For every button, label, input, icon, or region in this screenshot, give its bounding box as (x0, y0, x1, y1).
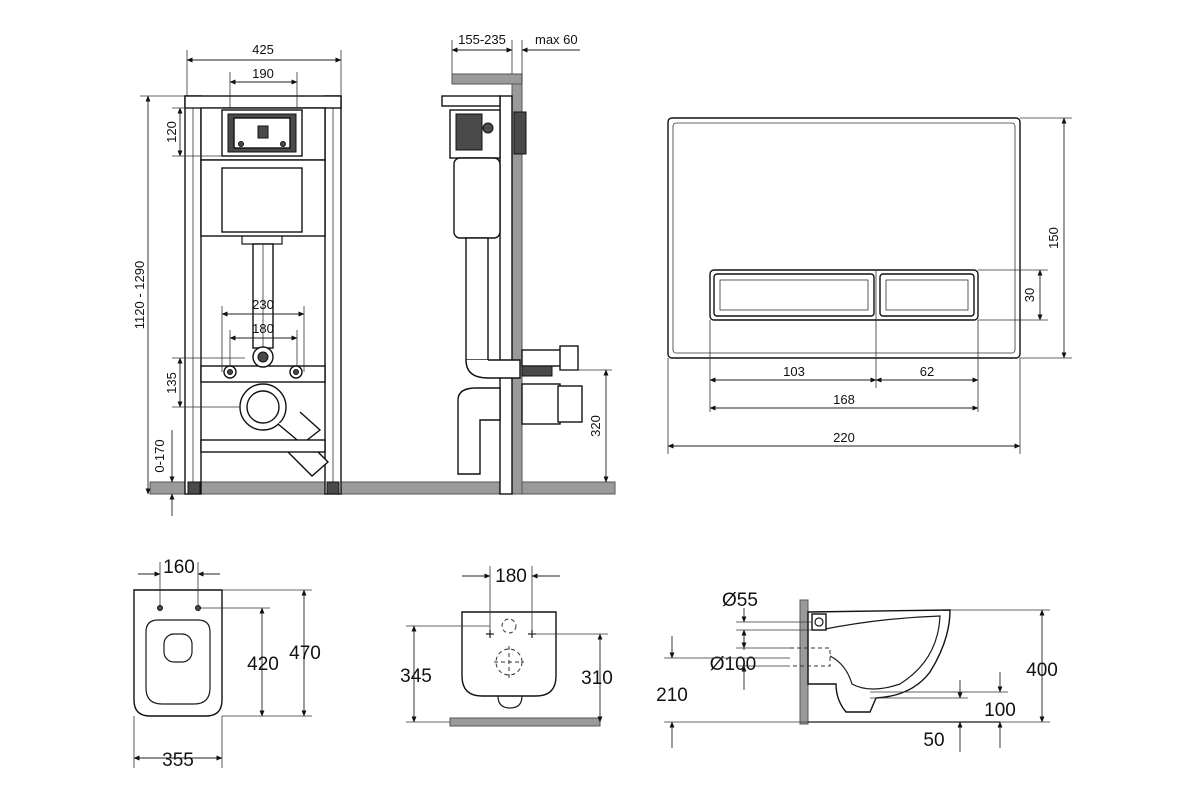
dim-back-height-left: 345 (400, 666, 432, 687)
bowl-back-view: 180 345 310 (400, 566, 613, 727)
bowl-outline-top (133, 589, 223, 717)
dim-panel-height: 120 (164, 121, 179, 143)
floor-line (149, 481, 616, 495)
flush-button-large[interactable] (713, 273, 875, 317)
bowl-outline-side (807, 609, 951, 713)
dim-frame-width: 425 (252, 42, 274, 57)
dim-bowl-width: 355 (162, 750, 194, 771)
frame-front-view: 425 190 1120 - 1290 120 230 180 135 0-17… (132, 42, 616, 516)
dim-pipe-spacing: 180 (252, 321, 274, 336)
dim-outlet-height: 135 (164, 372, 179, 394)
dim-inlet-diameter: Ø55 (722, 590, 758, 611)
dim-bolt-spacing: 230 (252, 297, 274, 312)
dim-back-height-right: 310 (581, 668, 613, 689)
bowl-side-view: Ø55 Ø100 210 400 100 50 (656, 590, 1058, 752)
cistern-side (453, 157, 501, 239)
dim-button-right: 62 (920, 364, 934, 379)
dim-back-bolt-spacing: 180 (495, 566, 527, 587)
dim-frame-height: 1120 - 1290 (132, 261, 147, 329)
dim-wall-max: max 60 (535, 32, 578, 47)
dim-button-height: 30 (1022, 288, 1037, 302)
dim-bowl-total-length: 470 (289, 643, 321, 664)
frame-side-view: 155-235 max 60 320 (441, 32, 612, 495)
dim-plate-height: 150 (1046, 227, 1061, 249)
flush-button-small[interactable] (879, 273, 975, 317)
dim-base-offset: 50 (923, 730, 944, 751)
dim-bowl-inner-length: 420 (247, 654, 279, 675)
flush-plate (667, 117, 1021, 359)
dim-outlet-diameter: Ø100 (710, 654, 756, 675)
dim-seat-spacing: 160 (163, 557, 195, 578)
flush-plate-view: 150 30 103 62 168 220 (667, 117, 1072, 454)
dim-outlet-height-side: 320 (588, 415, 603, 437)
dim-bowl-height: 400 (1026, 660, 1058, 681)
dim-button-left: 103 (783, 364, 805, 379)
dim-panel-width: 190 (252, 66, 274, 81)
dim-frame-depth: 155-235 (458, 32, 506, 47)
bowl-top-view: 160 420 470 355 (133, 557, 321, 771)
wall-hatch (799, 599, 809, 725)
dim-leg-adjust: 0-170 (152, 439, 167, 472)
dim-plate-width: 220 (833, 430, 855, 445)
outlet-elbow (457, 387, 501, 475)
dim-lip-height: 100 (984, 700, 1016, 721)
dim-outlet-height-bowl: 210 (656, 685, 688, 706)
dim-buttons-total: 168 (833, 392, 855, 407)
